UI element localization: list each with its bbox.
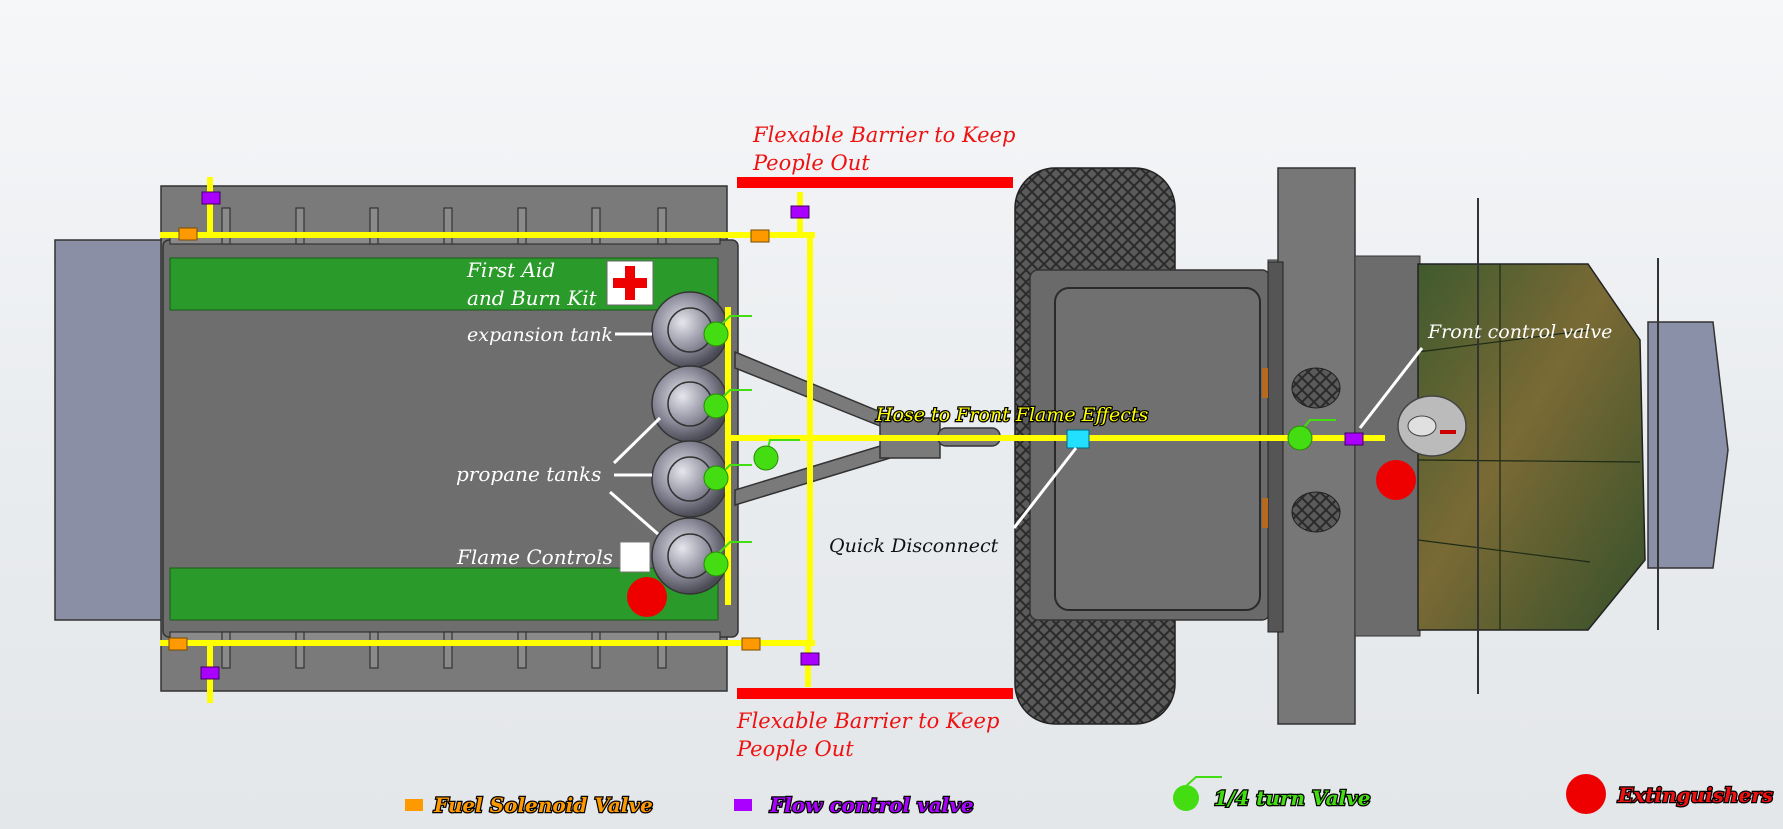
legend-extinguisher-label: Extinguishers (1617, 783, 1773, 807)
truck-cab-roof (1054, 287, 1261, 611)
propane-tanks-label: propane tanks (456, 462, 601, 486)
expansion-tank-label: expansion tank (467, 324, 613, 346)
barrier-top-label-line1: Flexable Barrier to Keep (752, 123, 1015, 147)
first-aid-label-line2: and Burn Kit (467, 286, 598, 310)
quarter-turn-valve (703, 321, 729, 347)
labels: Flexable Barrier to Keep People Out Flex… (456, 123, 1612, 761)
truck-hood (1417, 263, 1646, 631)
barrier-bottom-label-line1: Flexable Barrier to Keep (736, 709, 999, 733)
trailer-rails (169, 207, 721, 669)
solenoid-valve (168, 637, 188, 651)
quarter-turn-valve (703, 551, 729, 577)
trailer (54, 185, 1001, 692)
extinguisher-trailer (627, 577, 667, 617)
legend-quarter-turn-label: 1/4 turn Valve (1214, 786, 1371, 810)
barrier-top (737, 177, 1013, 188)
legend-quarter-turn-swatch (1173, 785, 1199, 811)
quick-disconnect-fitting (1066, 429, 1090, 449)
truck-mirror-left (1291, 367, 1341, 409)
quarter-turn-valve (703, 465, 729, 491)
front-control-valve-label: Front control valve (1427, 321, 1612, 343)
flow-control-valve (1344, 432, 1364, 446)
quarter-turn-valve (703, 393, 729, 419)
leader-lines (609, 332, 1424, 536)
truck-marker-2 (1262, 498, 1268, 528)
first-aid-label-line1: First Aid (466, 258, 555, 282)
quarter-turn-valve (1287, 425, 1313, 451)
trailer-rear-gate (54, 239, 166, 621)
legend-solenoid-label: Fuel Solenoid Valve (433, 793, 653, 817)
solenoid-valve (741, 637, 761, 651)
tanks (651, 291, 729, 595)
barrier-top-label-line2: People Out (752, 151, 870, 175)
truck-antennas (1477, 198, 1659, 694)
extinguisher-truck (1376, 460, 1416, 500)
flow-control-valve (200, 666, 220, 680)
green-panel-bottom (169, 567, 719, 621)
truck-bumper-beam (1277, 167, 1356, 725)
hitch-tongue (734, 350, 1001, 507)
extinguishers (627, 460, 1416, 617)
quick-disconnect-label: Quick Disconnect (829, 535, 999, 557)
flame-controls-label: Flame Controls (456, 545, 613, 569)
flow-control-valve (201, 191, 221, 205)
flow-control-valve (790, 205, 810, 219)
flow-control-valves (200, 191, 1364, 680)
legend: Fuel Solenoid Valve Flow control valve 1… (405, 774, 1774, 818)
truck-marker-1 (1262, 368, 1268, 398)
flow-control-valve (800, 652, 820, 666)
flame-controls-box (619, 541, 651, 573)
truck (1014, 167, 1729, 725)
legend-extinguisher-swatch (1566, 774, 1606, 814)
front-control-valve-hardware (1397, 395, 1467, 457)
truck-beam-edge (1267, 261, 1284, 633)
solenoid-valve (178, 227, 198, 241)
truck-front-grille (1647, 321, 1729, 569)
solenoid-valve (750, 229, 770, 243)
legend-flow-swatch (734, 799, 752, 811)
quarter-turn-valves (703, 321, 1313, 577)
truck-mirror-right (1291, 491, 1341, 533)
legend-flow-label: Flow control valve (769, 793, 974, 817)
legend-solenoid-swatch (405, 799, 423, 811)
hose-label: Hose to Front Flame Effects (875, 404, 1149, 426)
solenoid-valves (168, 227, 770, 651)
barrier-bottom (737, 688, 1013, 699)
hood-seams (1417, 264, 1641, 630)
fuel-lines (160, 177, 1385, 703)
quarter-turn-valve (753, 445, 779, 471)
barrier-bottom-label-line2: People Out (736, 737, 854, 761)
first-aid-kit-icon (606, 260, 654, 306)
